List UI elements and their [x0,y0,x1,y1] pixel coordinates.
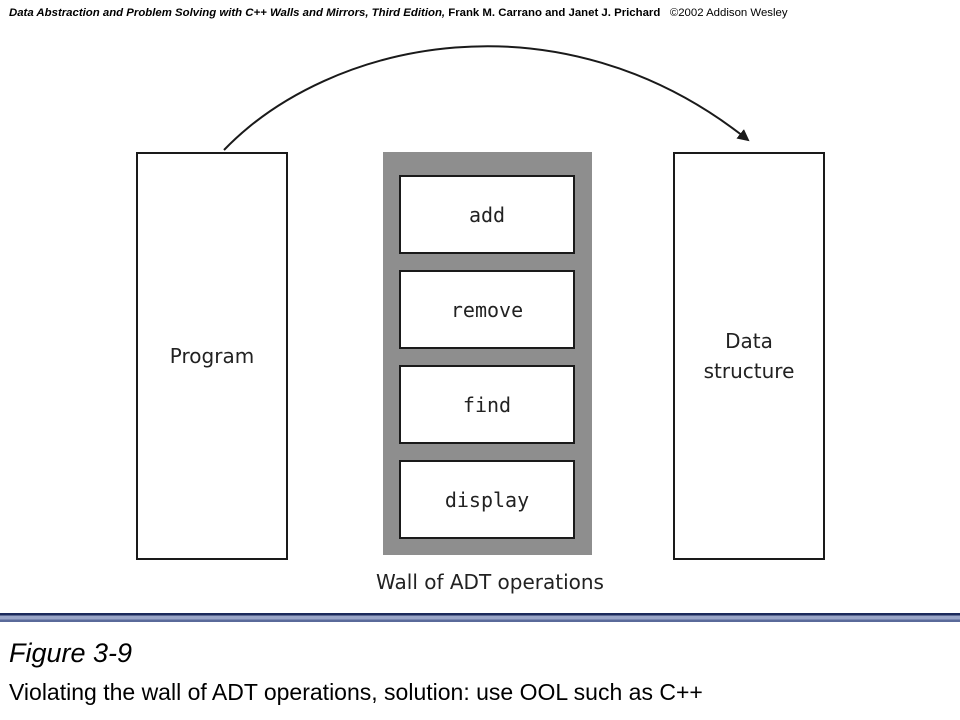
curved-arrow-path [223,45,750,151]
data-structure-box: Data structure [673,152,825,560]
operation-find: find [399,365,575,444]
operation-display: display [399,460,575,539]
data-structure-label-line: Data [725,329,773,353]
copyright-notice: ©2002 Addison Wesley [669,7,788,19]
operation-add: add [399,175,575,254]
slide-header: Data Abstraction and Problem Solving wit… [9,6,954,20]
adt-wall-diagram: Program add remove find display Data stru… [136,45,825,594]
operation-remove: remove [399,270,575,349]
data-structure-label: Data structure [675,326,823,386]
program-box: Program [136,152,288,560]
data-structure-label-line: structure [703,359,795,383]
adt-operations-wall: add remove find display [383,152,592,555]
book-authors: Frank M. Carrano and Janet J. Prichard [448,7,661,19]
divider-band [0,613,960,622]
figure-caption: Violating the wall of ADT operations, so… [9,679,703,705]
violation-arrow [223,45,750,151]
wall-caption: Wall of ADT operations [376,570,604,594]
program-label: Program [169,344,255,368]
book-title: Data Abstraction and Problem Solving wit… [9,7,446,19]
figure-number: Figure 3-9 [9,638,133,668]
